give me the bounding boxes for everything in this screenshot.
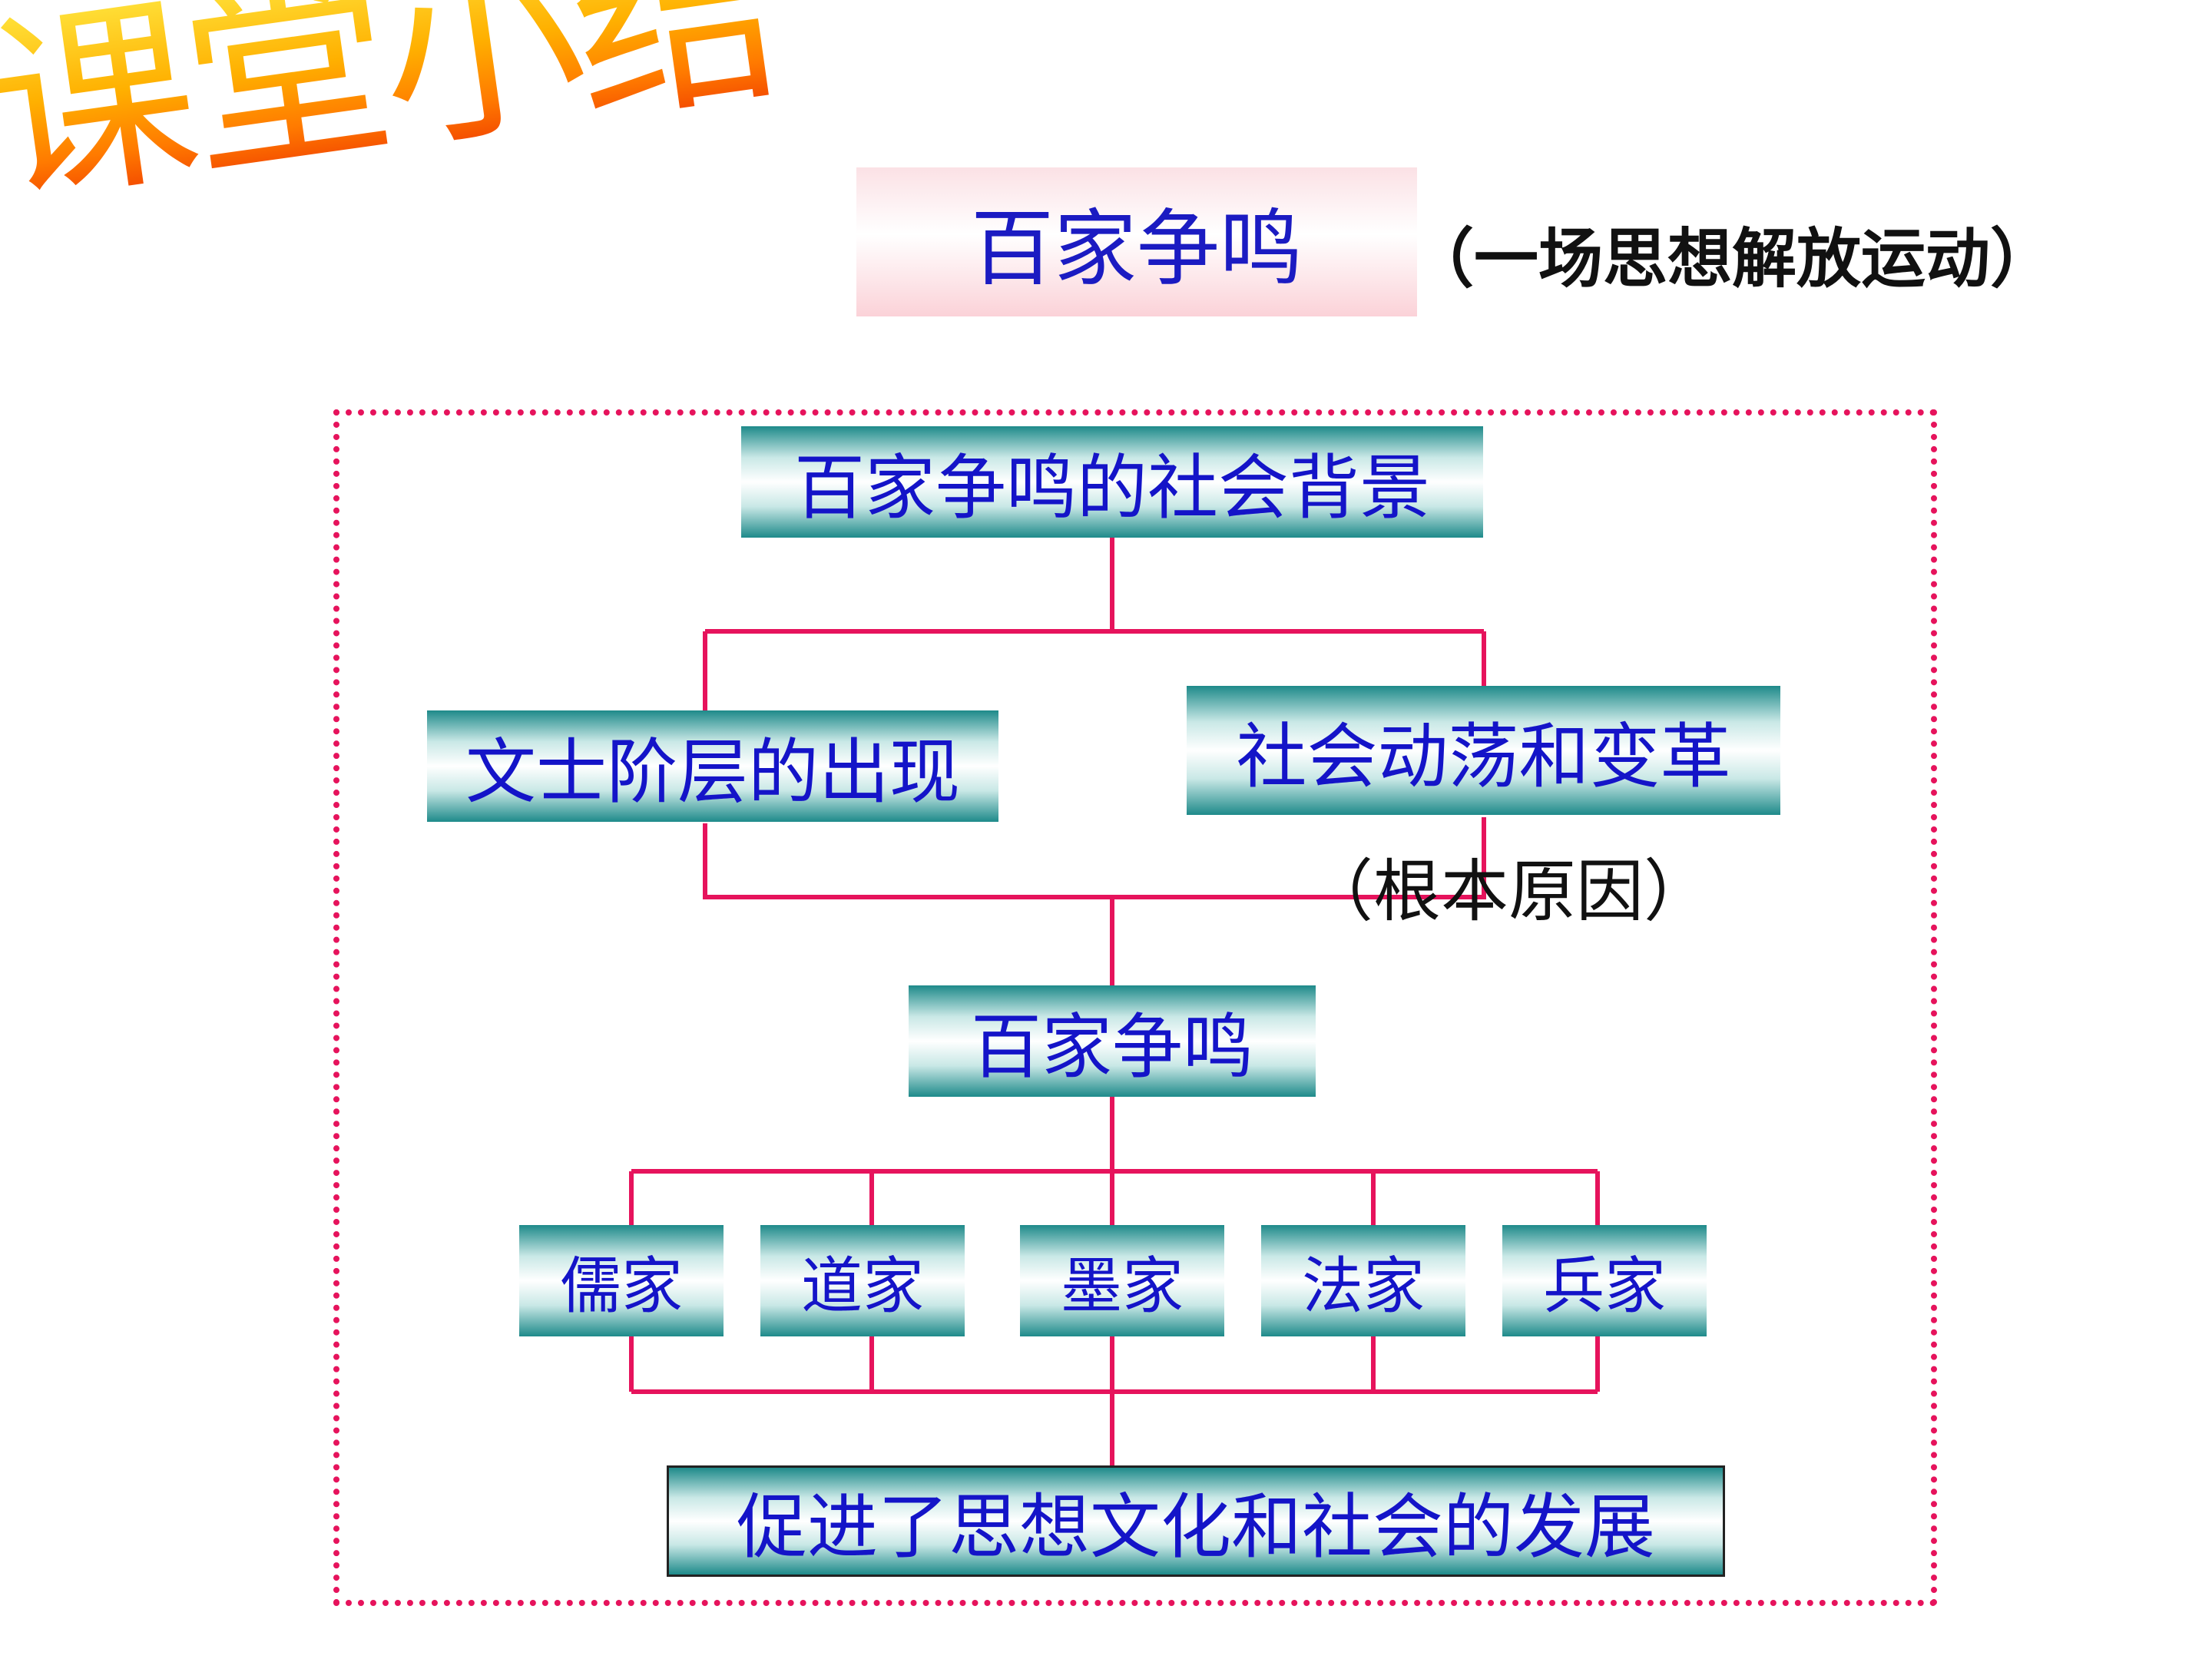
node-school-mohism: 墨家	[1020, 1225, 1224, 1336]
node-social-upheaval: 社会动荡和变革	[1187, 686, 1780, 815]
node-school-taoism: 道家	[760, 1225, 965, 1336]
connector-causes-to-center	[703, 817, 1486, 987]
connector-schools-to-result	[629, 1336, 1600, 1467]
diagram-frame	[333, 409, 1937, 1606]
connector-center-to-schools	[629, 1097, 1600, 1227]
node-school-military: 兵家	[1502, 1225, 1707, 1336]
topic-box: 百家争鸣	[856, 167, 1417, 316]
connector-background-to-causes	[703, 538, 1486, 714]
node-hundred-schools: 百家争鸣	[909, 985, 1316, 1097]
topic-note: （一场思想解放运动）	[1409, 221, 2055, 296]
node-school-confucianism: 儒家	[519, 1225, 724, 1336]
node-literati-rise: 文士阶层的出现	[427, 710, 998, 822]
node-school-legalism: 法家	[1261, 1225, 1465, 1336]
root-cause-note: （根本原因）	[1306, 852, 1712, 931]
node-result: 促进了思想文化和社会的发展	[667, 1465, 1725, 1577]
node-social-background: 百家争鸣的社会背景	[741, 426, 1483, 538]
